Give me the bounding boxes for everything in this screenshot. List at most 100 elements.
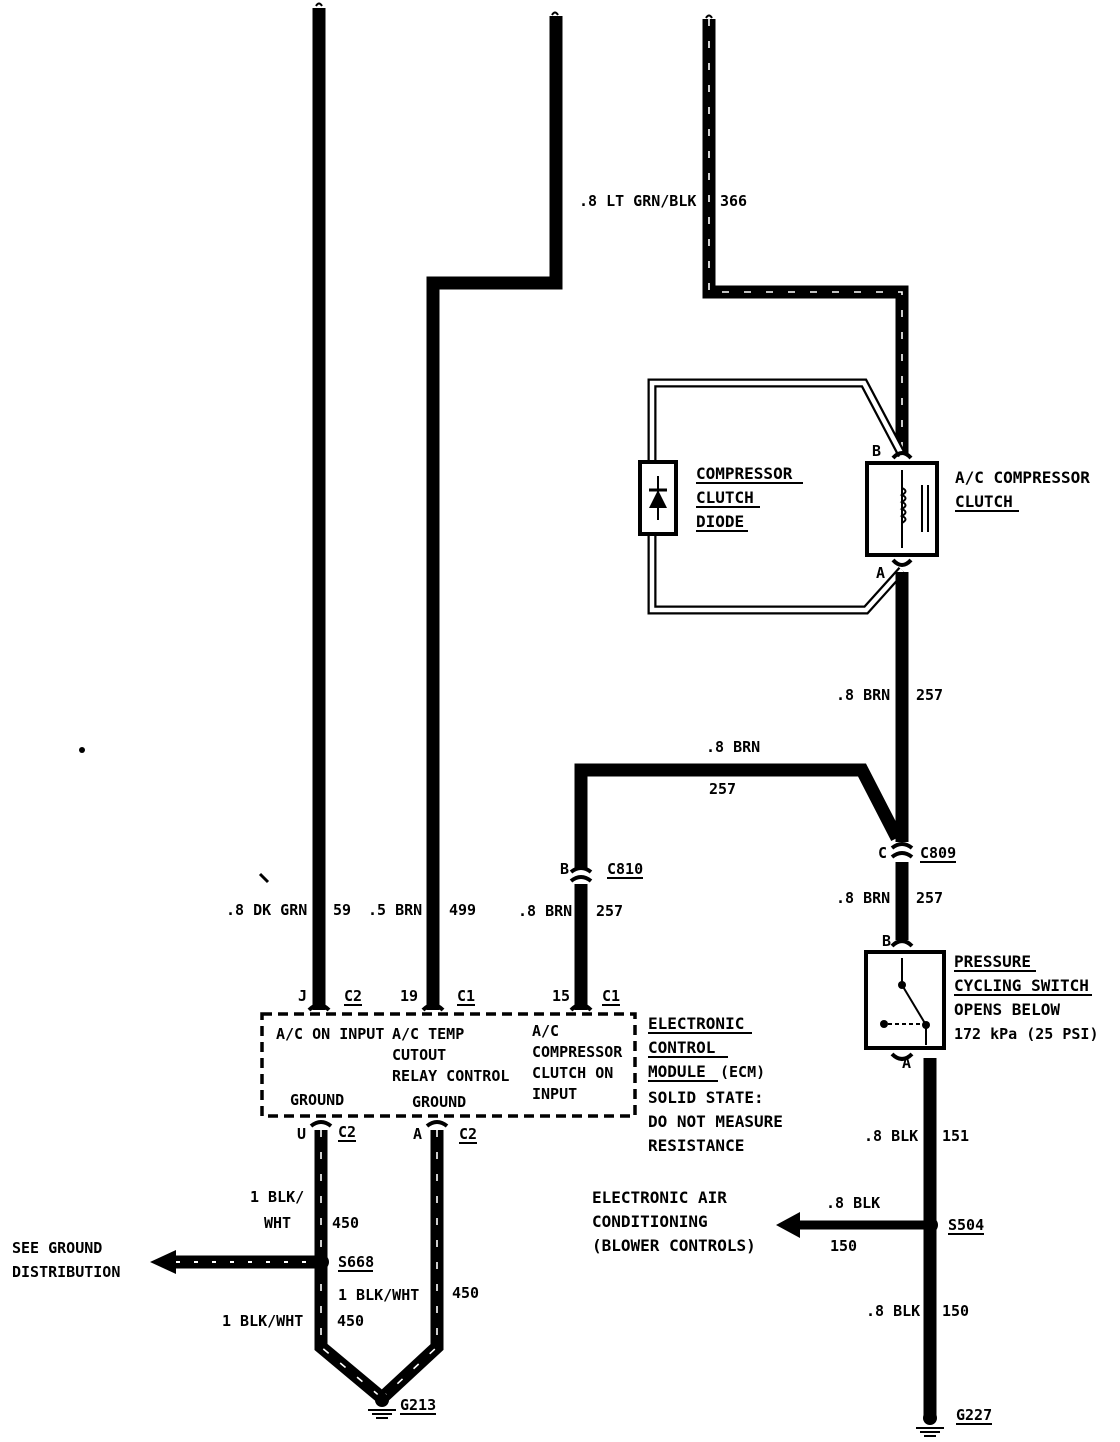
splice-s504-label: S504	[948, 1216, 984, 1234]
wire-499	[426, 11, 563, 1010]
wire-257-branch	[574, 763, 903, 870]
ecm-title-2: CONTROL	[648, 1038, 715, 1057]
switch-pin-a: A	[902, 1054, 911, 1072]
ecm-conn-c1-a: C1	[457, 987, 475, 1005]
ecm-func-comp-4: INPUT	[532, 1085, 577, 1103]
ecm-note-1: SOLID STATE:	[648, 1088, 764, 1107]
switch-label-1: PRESSURE	[954, 952, 1031, 971]
wire-257-right-gauge: .8 BRN	[836, 889, 890, 907]
ground-distribution-wire	[150, 1250, 316, 1274]
compressor-clutch-diode	[638, 460, 678, 536]
wire-151-circuit: 151	[942, 1127, 969, 1145]
wire-450-left	[314, 1130, 387, 1403]
wire-450-right	[377, 1130, 444, 1403]
blower-label-3: (BLOWER CONTROLS)	[592, 1236, 756, 1255]
switch-label-2: CYCLING SWITCH	[954, 976, 1089, 995]
blower-label-2: CONDITIONING	[592, 1212, 708, 1231]
ground-dist-label-1: SEE GROUND	[12, 1239, 102, 1257]
ground-g227	[916, 1411, 944, 1437]
connector-c810-name: C810	[607, 860, 643, 878]
wire-450-left-bot-circuit: 450	[337, 1312, 364, 1330]
diode-label-2: CLUTCH	[696, 488, 754, 507]
splice-s668	[313, 1254, 329, 1270]
wire-366-circuit: 366	[720, 192, 747, 210]
wire-257-mid-circuit: 257	[709, 780, 736, 798]
ac-compressor-clutch	[865, 451, 939, 567]
wire-366	[702, 14, 909, 455]
wire-257-left-circuit: 257	[596, 902, 623, 920]
wire-257-top-gauge: .8 BRN	[836, 686, 890, 704]
wire-150-branch-gauge: .8 BLK	[826, 1194, 880, 1212]
wire-450-left-circuit: 450	[332, 1214, 359, 1232]
wire-499-gauge: .5 BRN	[368, 901, 422, 919]
ecm-conn-c2-a: C2	[344, 987, 362, 1005]
splice-s668-label: S668	[338, 1253, 374, 1271]
wire-59-gauge: .8 DK GRN	[226, 901, 307, 919]
ecm-ground-1: GROUND	[290, 1091, 344, 1109]
wire-150-bottom-circuit: 150	[942, 1302, 969, 1320]
clutch-pin-a: A	[876, 564, 885, 582]
wire-150-bottom-gauge: .8 BLK	[866, 1302, 920, 1320]
wire-150-branch-circuit: 150	[830, 1237, 857, 1255]
ecm-pin-19: 19	[400, 987, 418, 1005]
wire-450-right-circuit: 450	[452, 1284, 479, 1302]
diode-label-3: DIODE	[696, 512, 744, 531]
ground-dist-label-2: DISTRIBUTION	[12, 1263, 120, 1281]
ecm-func-ac-on: A/C ON INPUT	[276, 1025, 384, 1043]
ecm-pin-a: A	[413, 1125, 422, 1143]
stray-mark	[79, 747, 85, 753]
wire-150-branch	[776, 1212, 930, 1238]
wire-257-right-circuit: 257	[916, 889, 943, 907]
ecm-title-3: MODULE	[648, 1062, 706, 1081]
ecm-func-temp-2: CUTOUT	[392, 1046, 446, 1064]
connector-c809-name: C809	[920, 844, 956, 862]
ecm-pin-j: J	[298, 987, 307, 1005]
connector-c809	[890, 842, 914, 859]
ground-g227-label: G227	[956, 1406, 992, 1424]
ecm-func-comp-1: A/C	[532, 1022, 559, 1040]
ecm-pin-15: 15	[552, 987, 570, 1005]
switch-label-4: 172 kPa (25 PSI)	[954, 1025, 1099, 1043]
wire-151-gauge: .8 BLK	[864, 1127, 918, 1145]
wire-257-mid-gauge: .8 BRN	[706, 738, 760, 756]
clutch-pin-b: B	[872, 442, 881, 460]
wire-257-top-circuit: 257	[916, 686, 943, 704]
diode-loop	[647, 378, 906, 615]
ecm-conn-c1-b: C1	[602, 987, 620, 1005]
ecm-ground-2: GROUND	[412, 1093, 466, 1111]
wire-59-circuit: 59	[333, 901, 351, 919]
ecm-func-comp-2: COMPRESSOR	[532, 1043, 623, 1061]
ecm-conn-c2-c: C2	[459, 1125, 477, 1143]
wire-59	[312, 2, 326, 1010]
ecm-title-1: ELECTRONIC	[648, 1014, 744, 1033]
connector-c810-pin: B	[560, 860, 569, 878]
ecm-func-temp-1: A/C TEMP	[392, 1025, 464, 1043]
wire-450-left-gauge-1: 1 BLK/	[250, 1188, 304, 1206]
wire-366-gauge: .8 LT GRN/BLK	[579, 192, 696, 210]
switch-pin-b: B	[882, 932, 891, 950]
clutch-label-2: CLUTCH	[955, 492, 1013, 511]
ground-g213-label: G213	[400, 1396, 436, 1414]
ecm-box	[260, 1003, 637, 1128]
ecm-note-2: DO NOT MEASURE	[648, 1112, 783, 1131]
stray-mark-2	[258, 872, 270, 884]
wire-450-right-gauge: 1 BLK/WHT	[338, 1286, 419, 1304]
switch-label-3: OPENS BELOW	[954, 1000, 1060, 1019]
wire-450-left-gauge-2: WHT	[264, 1214, 291, 1232]
ecm-note-3: RESISTANCE	[648, 1136, 744, 1155]
wire-450-left-bot-gauge: 1 BLK/WHT	[222, 1312, 303, 1330]
connector-c809-pin: C	[878, 844, 887, 862]
ecm-pin-u: U	[297, 1125, 306, 1143]
ecm-func-temp-3: RELAY CONTROL	[392, 1067, 509, 1085]
wire-499-circuit: 499	[449, 901, 476, 919]
connector-c810	[569, 866, 593, 883]
ecm-conn-c2-b: C2	[338, 1123, 356, 1141]
ecm-title-3b: (ECM)	[720, 1063, 765, 1081]
wire-257-left-gauge: .8 BRN	[518, 902, 572, 920]
ground-g213	[368, 1393, 396, 1419]
clutch-label-1: A/C COMPRESSOR	[955, 468, 1090, 487]
diode-label-1: COMPRESSOR	[696, 464, 793, 483]
pressure-cycling-switch	[864, 939, 946, 1061]
ecm-func-comp-3: CLUTCH ON	[532, 1064, 613, 1082]
